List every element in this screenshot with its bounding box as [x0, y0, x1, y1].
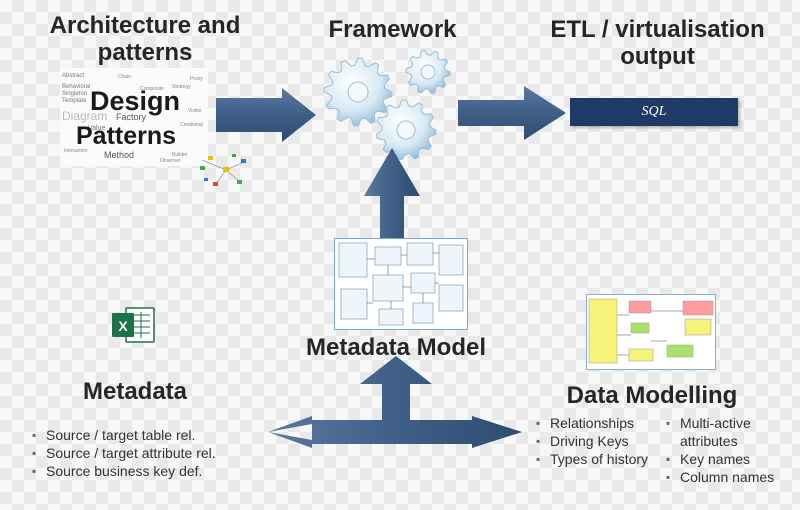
word-cloud-small-word: Factory	[116, 112, 147, 122]
svg-text:X: X	[118, 318, 128, 334]
arrow-metadata-hub	[268, 356, 522, 448]
metadata-model-diagram-graphic	[338, 242, 464, 326]
list-item: Driving Keys	[536, 432, 666, 450]
heading-framework: Framework	[328, 16, 457, 43]
list-item: Column names	[666, 468, 790, 486]
word-cloud-small-word: Behavioral	[62, 84, 90, 90]
word-cloud-small-word: Interaction	[64, 148, 88, 154]
list-item: Source / target table rel.	[32, 426, 262, 444]
arrow-patterns-to-framework	[216, 88, 316, 142]
excel-icon: X	[112, 307, 155, 343]
heading-metadata: Metadata	[82, 378, 188, 405]
heading-etl-output: ETL / virtualisation output	[550, 16, 765, 70]
word-cloud-small-word: Observer	[160, 158, 181, 164]
word-cloud-small-word: Composite	[140, 86, 164, 92]
data-modelling-list-1: Relationships Driving Keys Types of hist…	[536, 414, 666, 468]
metadata-model-diagram-thumbnail	[334, 238, 468, 330]
heading-metadata-model: Metadata Model	[305, 334, 487, 361]
word-cloud-small-word: Value	[88, 125, 105, 132]
arrow-framework-to-sql	[458, 86, 566, 140]
list-item: Source business key def.	[32, 462, 262, 480]
list-item: Source / target attribute rel.	[32, 444, 262, 462]
sql-output-box: SQL	[570, 98, 738, 126]
design-patterns-word-cloud: Abstract Behavioral Singleton Template D…	[60, 68, 208, 166]
pattern-thumbnail-icon	[200, 154, 246, 186]
word-cloud-small-word: Strategy	[172, 84, 191, 90]
word-cloud-small-word: Chain	[118, 74, 131, 80]
word-cloud-small-word: Visitor	[188, 108, 202, 114]
word-cloud-graphic: Abstract Behavioral Singleton Template D…	[62, 73, 203, 164]
word-cloud-small-word: Proxy	[190, 76, 203, 82]
data-modelling-list-2: Multi-active attributes Key names Column…	[666, 414, 790, 486]
word-cloud-small-word: Abstract	[62, 73, 84, 79]
word-cloud-small-word: Creational	[180, 122, 203, 128]
framework-gears-icon	[323, 49, 451, 161]
word-cloud-small-word: Singleton	[62, 91, 87, 97]
list-item: Key names	[666, 450, 790, 468]
list-item: Relationships	[536, 414, 666, 432]
data-model-diagram-thumbnail	[586, 294, 716, 370]
list-item: Multi-active attributes	[666, 414, 790, 450]
sql-label: SQL	[641, 104, 667, 119]
gear-hub	[420, 64, 436, 80]
word-cloud-small-word: Method	[104, 150, 134, 160]
word-cloud-patterns: Patterns	[76, 122, 176, 150]
heading-data-modelling: Data Modelling	[566, 382, 738, 409]
word-cloud-design: Design	[90, 86, 180, 116]
gear-shapes	[323, 49, 451, 161]
gear-hub	[396, 120, 416, 140]
heading-architecture-and-patterns: Architecture and patterns	[49, 12, 241, 66]
metadata-list: Source / target table rel. Source / targ…	[32, 426, 262, 480]
word-cloud-small-word: Template	[62, 98, 87, 104]
gear-hub	[347, 81, 369, 103]
list-item: Types of history	[536, 450, 666, 468]
word-cloud-small-word: Diagram	[62, 109, 107, 123]
word-cloud-small-word: Builder	[172, 152, 188, 158]
data-model-diagram-graphic	[588, 298, 714, 364]
